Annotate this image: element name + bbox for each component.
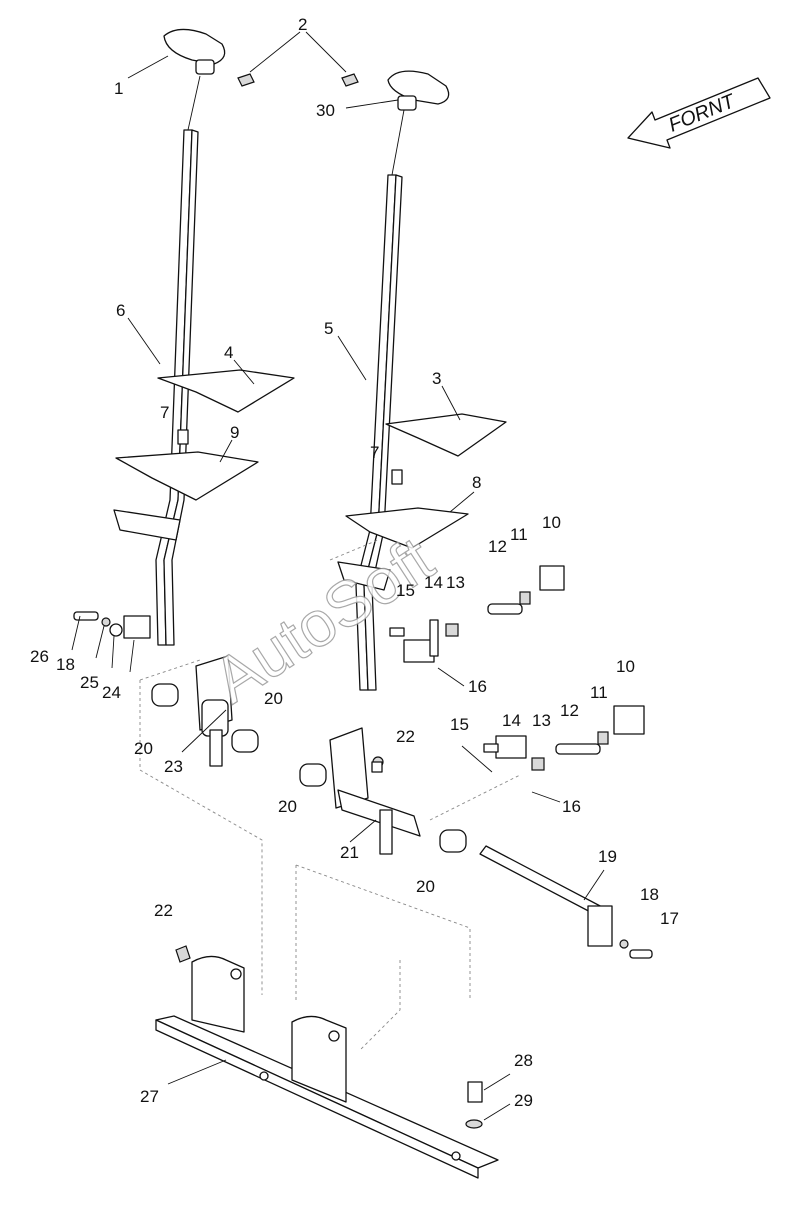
callout-17: 17 xyxy=(660,909,679,928)
front-direction-arrow: FORNT xyxy=(627,77,771,149)
pedal-rod-right xyxy=(355,109,405,691)
pedal-plate-9 xyxy=(113,451,259,541)
bushing-3 xyxy=(299,763,327,787)
callout-26: 26 xyxy=(30,647,49,666)
callout-15-lower: 15 xyxy=(450,715,469,734)
callout-15-upper: 15 xyxy=(396,581,415,600)
pedal-rod-left xyxy=(155,75,201,646)
callout-18-left: 18 xyxy=(56,655,75,674)
callout-21: 21 xyxy=(340,843,359,862)
callout-22-lower: 22 xyxy=(154,901,173,920)
pedal-plate-8 xyxy=(337,507,469,591)
callout-25: 25 xyxy=(80,673,99,692)
callout-12-lower: 12 xyxy=(560,701,579,720)
left-pivot-parts xyxy=(73,611,151,639)
callout-16-lower: 16 xyxy=(562,797,581,816)
pedal-plate-3 xyxy=(385,413,507,457)
callout-23: 23 xyxy=(164,757,183,776)
callout-18-right: 18 xyxy=(640,885,659,904)
callout-30: 30 xyxy=(316,101,335,120)
callout-6: 6 xyxy=(116,301,125,320)
callout-24: 24 xyxy=(102,683,121,702)
callout-7-left: 7 xyxy=(160,403,169,422)
callout-13-upper: 13 xyxy=(446,573,465,592)
bolt-17 xyxy=(619,939,653,959)
callout-16-upper: 16 xyxy=(468,677,487,696)
callout-10-lower: 10 xyxy=(616,657,635,676)
callout-1: 1 xyxy=(114,79,123,98)
callout-5: 5 xyxy=(324,319,333,338)
bracket-upper xyxy=(389,565,565,663)
callout-19: 19 xyxy=(598,847,617,866)
bushing-2 xyxy=(231,729,259,753)
assembly-dashed-lines xyxy=(139,539,521,1051)
callout-13-lower: 13 xyxy=(532,711,551,730)
bolt-28 xyxy=(467,1081,483,1103)
callout-9: 9 xyxy=(230,423,239,442)
bushing-1 xyxy=(151,683,179,707)
callout-11-lower: 11 xyxy=(590,683,608,702)
callout-14-lower: 14 xyxy=(502,711,521,730)
callout-20-d: 20 xyxy=(416,877,435,896)
bolt-22 xyxy=(175,761,383,963)
callout-27: 27 xyxy=(140,1087,159,1106)
callout-7-right: 7 xyxy=(370,443,379,462)
bracket-lower xyxy=(483,705,645,771)
nut-right xyxy=(341,73,359,87)
shaft-tube-21 xyxy=(329,727,421,855)
nut-left xyxy=(237,73,255,87)
callout-29: 29 xyxy=(514,1091,533,1110)
callout-2: 2 xyxy=(298,15,307,34)
bolt-7-left xyxy=(177,429,189,445)
pedal-plate-4 xyxy=(157,369,295,413)
leader-lines xyxy=(71,31,605,1121)
callout-4: 4 xyxy=(224,343,233,362)
callout-14-upper: 14 xyxy=(424,573,443,592)
callout-10-upper: 10 xyxy=(542,513,561,532)
callout-28: 28 xyxy=(514,1051,533,1070)
long-shaft-19 xyxy=(479,845,613,947)
callout-22-upper: 22 xyxy=(396,727,415,746)
bushing-4 xyxy=(439,829,467,853)
pedal-pad-right xyxy=(387,70,450,111)
front-arrow-label: FORNT xyxy=(666,90,740,137)
washer-29 xyxy=(465,1119,483,1129)
base-plate-27 xyxy=(155,955,499,1179)
callout-3: 3 xyxy=(432,369,441,388)
callout-12-upper: 12 xyxy=(488,537,507,556)
callout-20-c: 20 xyxy=(278,797,297,816)
watermark: AutoSoft xyxy=(200,523,445,717)
callout-20-a: 20 xyxy=(134,739,153,758)
bolt-7-right xyxy=(391,469,403,485)
callout-labels: 1 2 30 6 5 4 3 7 7 9 8 10 10 11 11 12 12… xyxy=(30,15,679,1110)
callout-11-upper: 11 xyxy=(510,525,528,544)
pedal-pad-left xyxy=(163,28,226,75)
callout-20-b: 20 xyxy=(264,689,283,708)
callout-8: 8 xyxy=(472,473,481,492)
